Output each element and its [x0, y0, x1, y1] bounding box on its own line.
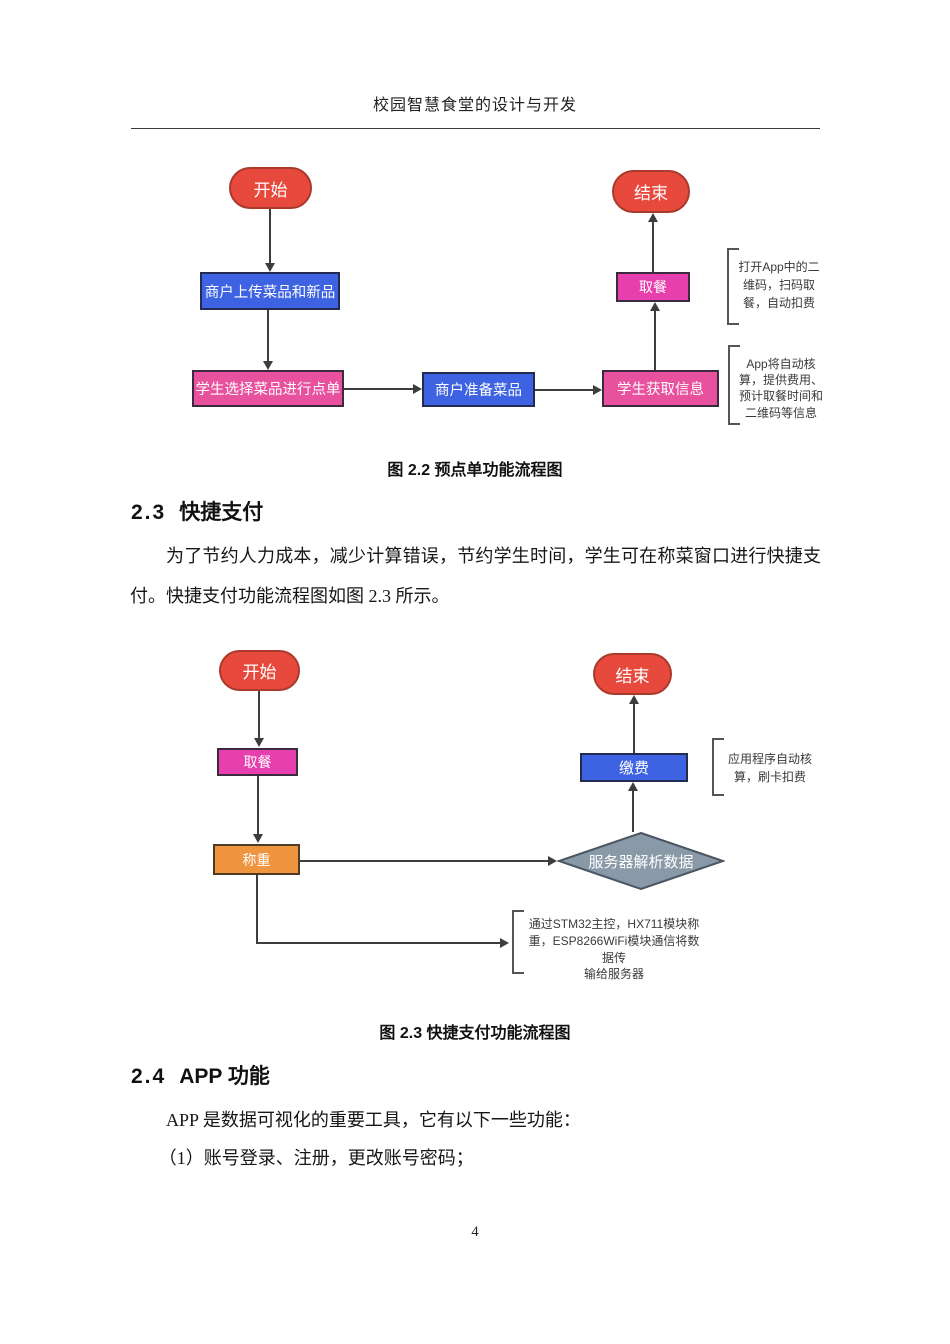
diamond-shape [557, 832, 725, 890]
fig23-start-node: 开始 [219, 650, 300, 691]
arrow-start-to-upload [269, 209, 271, 264]
annotation-bracket [727, 248, 739, 325]
fig23-weigh-node: 称重 [213, 844, 300, 875]
arrowhead-down-icon [253, 834, 263, 843]
arrowhead-up-icon [628, 782, 638, 791]
arrow-upload-to-select [267, 310, 269, 362]
section-2-4-title: APP 功能 [179, 1065, 270, 1088]
section-2-3-paragraph: 为了节约人力成本，减少计算错误，节约学生时间，学生可在称菜窗口进行快捷支付。快捷… [130, 546, 821, 606]
fig23-end-node: 结束 [593, 653, 672, 695]
figure-2-3-caption: 图 2.3 快捷支付功能流程图 [379, 1025, 571, 1042]
arrow-getinfo-to-pickup [654, 310, 656, 370]
arrowhead-down-icon [254, 738, 264, 747]
arrowhead-right-icon [593, 385, 602, 395]
section-2-4-paragraph: APP 是数据可视化的重要工具，它有以下一些功能： [166, 1110, 581, 1130]
fig23-pickup-node: 取餐 [217, 748, 298, 776]
arrow-select-to-prepare [344, 388, 414, 390]
arrowhead-right-icon [500, 938, 509, 948]
fig22-pickup-node: 取餐 [616, 272, 690, 302]
section-2-3-title: 快捷支付 [179, 501, 264, 524]
section-2-4-item-1: （1）账号登录、注册，更改账号密码； [158, 1148, 474, 1168]
arrowhead-up-icon [650, 302, 660, 311]
fig23-pay-annotation: 应用程序自动核 算，刷卡扣费 [727, 752, 812, 784]
section-2-4-heading: 2.4 APP 功能 [131, 1060, 270, 1090]
fig22-end-node: 结束 [612, 170, 690, 213]
line-weigh-down [256, 875, 258, 944]
annotation-bracket [512, 910, 524, 974]
arrow-weigh-to-server [300, 860, 549, 862]
arrowhead-right-icon [548, 856, 557, 866]
page-header-title: 校园智慧食堂的设计与开发 [372, 97, 577, 114]
figure-2-2-caption: 图 2.2 预点单功能流程图 [387, 462, 563, 479]
fig23-weigh-annotation: 通过STM32主控，HX711模块称 重，ESP8266WiFi模块通信将数据传… [528, 917, 700, 982]
fig22-select-node: 学生选择菜品进行点单 [192, 370, 344, 407]
section-2-3-number: 2.3 [131, 501, 167, 524]
arrowhead-down-icon [265, 263, 275, 272]
arrow-server-to-pay [632, 790, 634, 832]
fig22-prepare-node: 商户准备菜品 [422, 372, 535, 407]
fig22-upload-node: 商户上传菜品和新品 [200, 272, 340, 310]
arrow-prepare-to-getinfo [535, 389, 594, 391]
arrow-pickup-to-weigh [257, 776, 259, 835]
arrowhead-right-icon [413, 384, 422, 394]
fig22-getinfo-annotation: App将自动核 算，提供费用、 预计取餐时间和 二维码等信息 [738, 357, 823, 420]
fig22-getinfo-node: 学生获取信息 [602, 370, 719, 407]
arrow-start-to-pickup [258, 691, 260, 739]
annotation-bracket [712, 738, 724, 796]
arrow-pickup-to-end [652, 221, 654, 272]
fig22-pickup-annotation: 打开App中的二 维码，扫码取 餐，自动扣费 [738, 260, 820, 310]
fig23-server-label: 服务器解析数据 [588, 853, 694, 871]
arrowhead-up-icon [629, 695, 639, 704]
header-divider [131, 128, 820, 129]
arrowhead-down-icon [263, 361, 273, 370]
fig23-server-decision-node: 服务器解析数据 [557, 832, 725, 890]
section-2-4-number: 2.4 [131, 1065, 167, 1088]
annotation-bracket [728, 345, 740, 425]
arrow-pay-to-end [633, 703, 635, 753]
fig22-start-node: 开始 [229, 167, 312, 209]
page-number: 4 [471, 1224, 479, 1240]
section-2-3-heading: 2.3 快捷支付 [131, 496, 263, 526]
arrowhead-up-icon [648, 213, 658, 222]
line-weigh-to-note [256, 942, 501, 944]
fig23-pay-node: 缴费 [580, 753, 688, 782]
